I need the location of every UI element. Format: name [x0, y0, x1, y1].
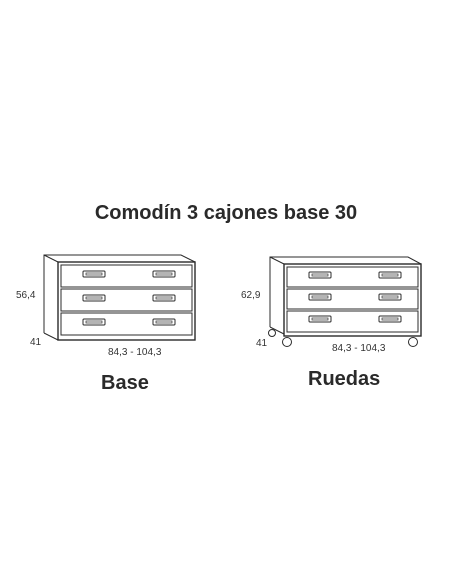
handle-icon	[308, 293, 332, 301]
handle-icon	[82, 318, 106, 326]
handle-icon	[378, 271, 402, 279]
dresser-base: 56,4 41 84,3 - 104,3	[16, 254, 196, 358]
drawer-handles	[308, 271, 402, 323]
handle-icon	[85, 272, 103, 276]
dresser-base-top-edge	[43, 254, 59, 263]
handle-icon	[82, 270, 106, 278]
handle-icon	[308, 315, 332, 323]
dresser-base-front	[57, 261, 196, 341]
handle-icon	[155, 296, 173, 300]
handle-icon	[155, 272, 173, 276]
depth-label: 41	[256, 338, 268, 349]
handle-icon	[152, 294, 176, 302]
dresser-ruedas-top-edge	[269, 256, 285, 265]
wheel-icon	[268, 329, 276, 337]
drawer-2	[60, 288, 193, 312]
handle-icon	[378, 293, 402, 301]
handle-icon	[85, 296, 103, 300]
dresser-ruedas: 62,9 41 84,3 - 104,3	[241, 256, 422, 354]
drawer-2	[286, 288, 419, 310]
handle-icon	[308, 271, 332, 279]
wheel-icon	[282, 337, 292, 347]
dresser-ruedas-front	[283, 263, 422, 337]
handle-icon	[82, 294, 106, 302]
drawer-3	[60, 312, 193, 336]
drawer-handles	[82, 270, 176, 326]
caption-base: Base	[101, 372, 149, 394]
caption-ruedas: Ruedas	[308, 368, 381, 390]
dresser-ruedas-bottom-edge	[269, 326, 285, 335]
handle-icon	[85, 320, 103, 324]
handle-icon	[381, 273, 399, 277]
page-title: Comodín 3 cajones base 30	[94, 202, 358, 224]
dresser-base-back-edge	[43, 254, 196, 333]
dresser-ruedas-back-edge	[269, 256, 422, 327]
width-label: 84,3 - 104,3	[332, 343, 386, 354]
handle-icon	[311, 317, 329, 321]
handle-icon	[152, 270, 176, 278]
width-label: 84,3 - 104,3	[108, 347, 162, 358]
handle-icon	[152, 318, 176, 326]
wheels	[268, 329, 418, 347]
drawer-1	[60, 264, 193, 288]
handle-icon	[381, 295, 399, 299]
handle-icon	[381, 317, 399, 321]
drawer-1	[286, 266, 419, 288]
height-label: 56,4	[16, 290, 36, 301]
handle-icon	[311, 295, 329, 299]
drawer-3	[286, 310, 419, 333]
dresser-base-bottom-edge	[43, 332, 59, 341]
depth-label: 41	[30, 337, 42, 348]
handle-icon	[155, 320, 173, 324]
wheel-icon	[408, 337, 418, 347]
handle-icon	[311, 273, 329, 277]
height-label: 62,9	[241, 290, 261, 301]
handle-icon	[378, 315, 402, 323]
